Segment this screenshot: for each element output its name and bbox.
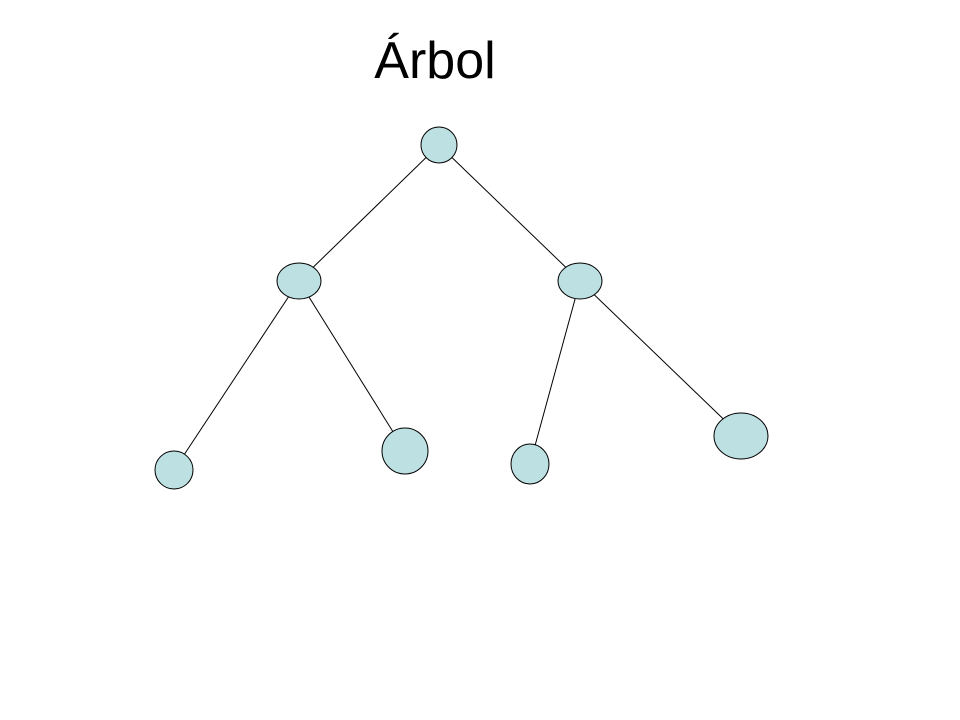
edge-right-to-right-right [579, 280, 742, 437]
tree-edges [173, 144, 742, 471]
edge-root-to-left [298, 144, 440, 282]
slide-title: Árbol [374, 32, 496, 90]
tree-node-left [276, 262, 322, 300]
edge-left-to-left-left [173, 280, 300, 471]
edge-right-to-right-left [529, 280, 581, 465]
tree-nodes [154, 126, 769, 490]
tree-node-left-right [381, 427, 429, 475]
tree-node-right-right [713, 412, 769, 460]
tree-node-left-left [154, 450, 194, 490]
edge-left-to-left-right [298, 280, 406, 452]
tree-node-right [557, 262, 603, 300]
tree-node-right-left [510, 443, 550, 485]
tree-node-root [420, 126, 458, 164]
edge-root-to-right [438, 144, 581, 282]
